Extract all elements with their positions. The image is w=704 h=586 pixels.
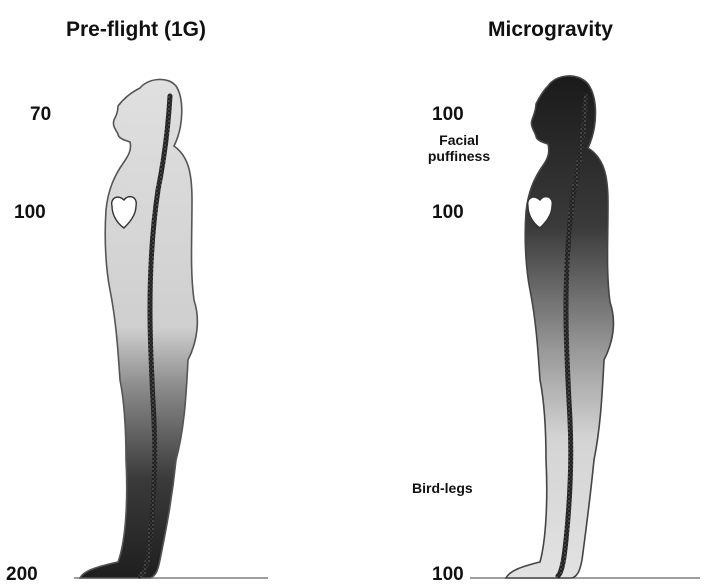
microgravity-body-figure — [506, 76, 613, 578]
preflight-body-silhouette — [80, 79, 197, 578]
preflight-body-figure — [80, 79, 197, 578]
microgravity-body-silhouette — [506, 76, 613, 578]
